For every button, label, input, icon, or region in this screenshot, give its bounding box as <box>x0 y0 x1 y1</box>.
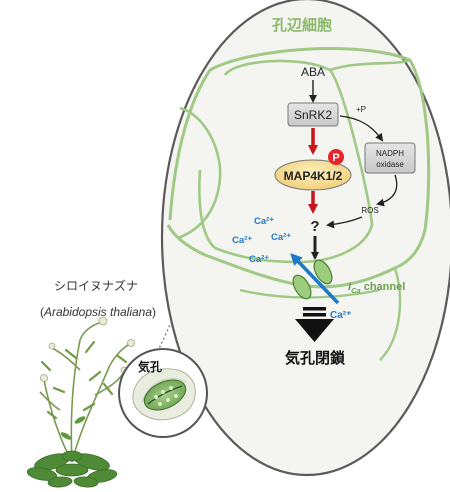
channel-label-suffix: channel <box>361 281 406 293</box>
stoma-label: 気孔 <box>138 359 162 374</box>
stoma-guard-cells <box>143 379 187 411</box>
plant-name-latin-text: Arabidopsis thaliana <box>43 305 152 319</box>
stoma-inset <box>118 348 208 438</box>
cell-wall-right <box>329 58 411 72</box>
aba-label: ABA <box>301 65 325 79</box>
snrk2-to-nadph-arrow <box>339 115 384 142</box>
calcium-label: Ca²⁺ <box>254 216 274 227</box>
plant-name-jp: シロイヌナズナ <box>54 278 138 293</box>
nadph-to-ros-curve <box>376 174 398 207</box>
guard-cell-zoom <box>160 0 450 477</box>
cell-wall-inner-left <box>177 106 222 240</box>
stomatal-closure-label: 気孔閉鎖 <box>285 349 346 367</box>
channel-label-i: I <box>348 281 352 293</box>
snrk2-box <box>287 102 339 127</box>
calcium-label: Ca²⁺ <box>249 254 269 265</box>
ros-label: ROS <box>361 206 378 215</box>
calcium-channel <box>292 259 333 300</box>
arabidopsis-plant <box>26 316 135 488</box>
channel-label-subscript: Ca <box>351 286 361 295</box>
plus-p-label: +P <box>356 105 366 114</box>
phospho-badge <box>328 149 344 165</box>
guard-cell-title: 孔辺細胞 <box>272 16 332 34</box>
cell-wall-left <box>168 69 212 221</box>
plant-name-close: ) <box>152 305 156 319</box>
nadph-label-line1: NADPH <box>376 149 404 158</box>
calcium-label: Ca²⁺ <box>271 232 291 243</box>
nadph-oxidase-box <box>364 142 416 174</box>
calcium-influx-arrow <box>290 253 340 305</box>
map4k-label: MAP4K1/2 <box>284 169 343 183</box>
cell-wall-inner-main <box>198 59 374 264</box>
channel-label: ICa channel <box>348 281 405 295</box>
map4k-node <box>274 159 352 191</box>
cell-wall-lower-right <box>379 267 402 361</box>
unknown-factor-label: ? <box>310 218 319 235</box>
calcium-label: Ca²⁺ <box>232 235 252 246</box>
plant-name-open: ( <box>40 305 44 319</box>
nadph-label-line2: oxidase <box>376 160 404 169</box>
closure-arrow <box>295 307 334 342</box>
snrk2-label: SnRK2 <box>294 108 332 122</box>
cell-wall-outer <box>166 47 431 289</box>
phospho-label: P <box>332 152 339 164</box>
plant-name-latin: (Arabidopsis thaliana) <box>40 305 156 319</box>
ros-to-unknown-arrow <box>326 216 363 229</box>
calcium-influx-label: Ca²⁺ <box>330 310 351 321</box>
